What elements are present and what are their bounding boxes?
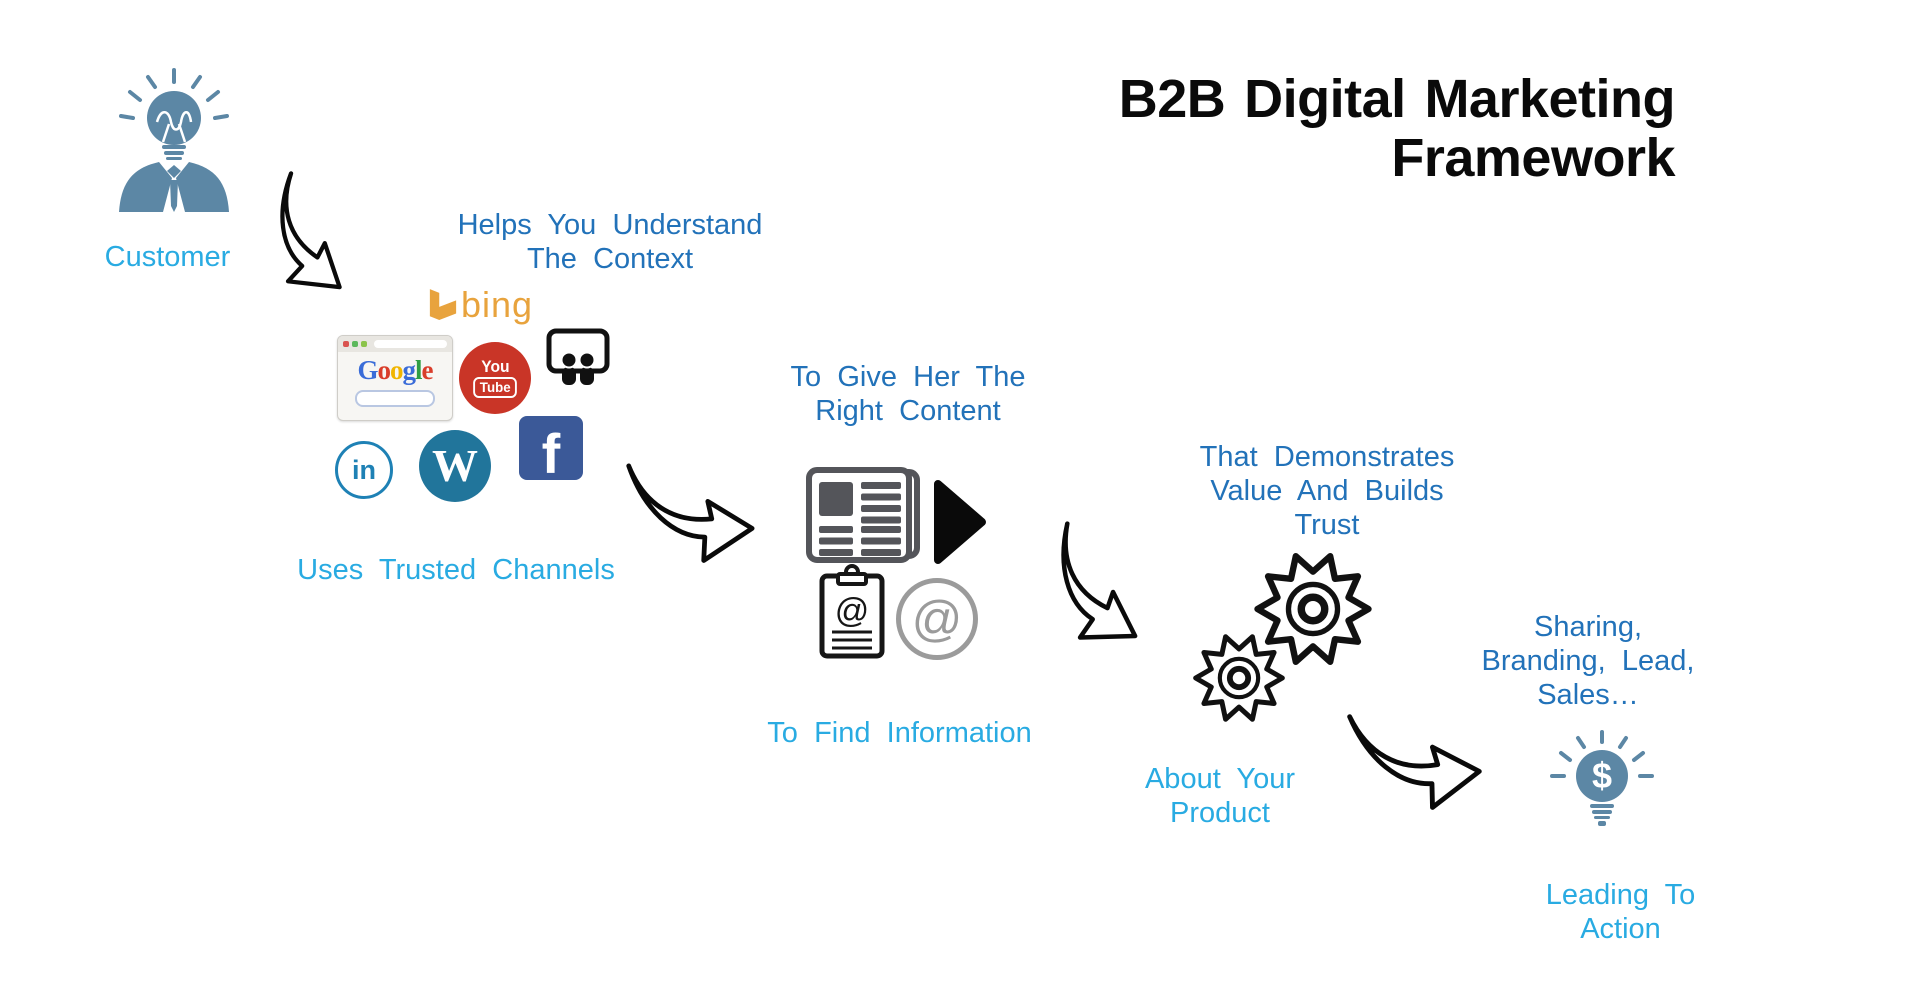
browser-dot-green2 xyxy=(361,341,367,347)
facebook-icon: f xyxy=(519,416,583,480)
customer-lightbulb-person-icon xyxy=(113,66,235,214)
curved-arrow-icon xyxy=(626,463,755,563)
lightbulb-dollar-icon: $ xyxy=(1546,730,1658,842)
bing-wordmark: bing xyxy=(461,284,534,325)
google-search-box xyxy=(355,390,435,407)
action-caption: Leading To Action xyxy=(1545,879,1696,946)
content-caption: To Give Her The Right Content xyxy=(790,361,1026,428)
curved-arrow-icon xyxy=(280,171,342,290)
play-video-icon xyxy=(932,478,988,566)
slideshare-icon xyxy=(545,327,611,391)
page-title-line2: Framework xyxy=(1391,128,1675,189)
browser-dot-green xyxy=(352,341,358,347)
newspaper-icon xyxy=(805,464,921,568)
browser-dot-red xyxy=(343,341,349,347)
trust-caption: That Demonstrates Value And Builds Trust xyxy=(1199,441,1455,542)
gear-large-icon xyxy=(1249,545,1377,673)
browser-address-bar xyxy=(374,340,447,348)
find-caption: To Find Information xyxy=(767,717,1032,749)
arrow-customer-to-channels xyxy=(229,162,389,318)
channels-caption: Uses Trusted Channels xyxy=(297,554,615,586)
at-sign-icon: @ xyxy=(896,578,978,660)
bing-logo: bing xyxy=(428,286,533,324)
curved-arrow-icon xyxy=(1061,521,1138,640)
bing-b-icon xyxy=(429,289,457,320)
wordpress-icon: W xyxy=(419,430,491,502)
dollar-glyph: $ xyxy=(1592,755,1612,796)
arrow-channels-to-content xyxy=(612,447,772,573)
google-browser-icon: Google xyxy=(337,335,453,421)
youtube-icon: You Tube xyxy=(459,342,531,414)
linkedin-icon: in xyxy=(335,441,393,499)
google-wordmark: Google xyxy=(357,355,433,385)
customer-label: Customer xyxy=(104,241,231,273)
page-title: B2B Digital Marketing Framework xyxy=(1118,69,1676,189)
context-caption: Helps You Understand The Context xyxy=(457,209,763,276)
curved-arrow-icon xyxy=(1347,714,1482,810)
clipboard-email-icon: @ xyxy=(814,562,890,662)
clipboard-at-glyph: @ xyxy=(835,592,870,630)
browser-titlebar xyxy=(338,336,452,352)
product-caption: About Your Product xyxy=(1144,763,1296,830)
outcomes-caption: Sharing, Branding, Lead, Sales… xyxy=(1481,611,1695,712)
page-title-line1: B2B Digital Marketing xyxy=(1118,69,1676,129)
arrow-value-to-action xyxy=(1333,688,1502,826)
gears-icon xyxy=(1183,543,1383,735)
arrow-content-to-value xyxy=(1010,511,1182,672)
gear-small-icon xyxy=(1189,628,1289,728)
